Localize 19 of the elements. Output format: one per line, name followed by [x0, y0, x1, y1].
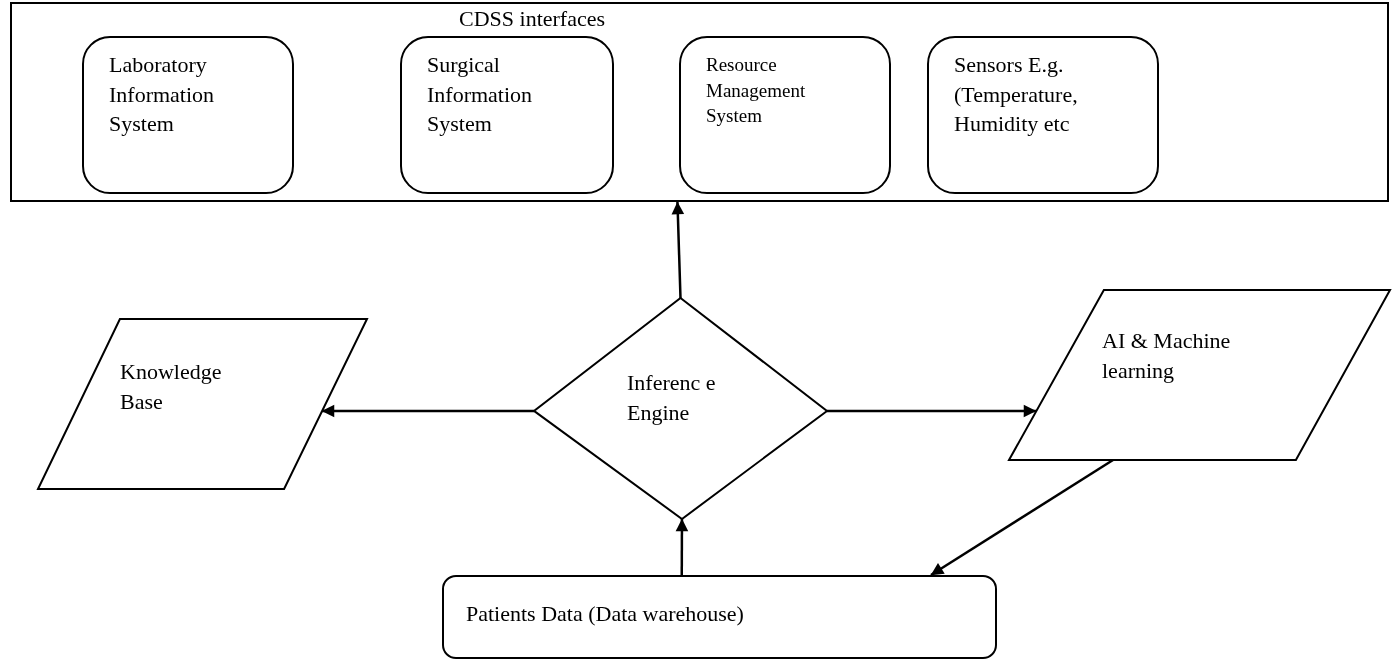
node-label: Surgical Information System: [427, 51, 534, 139]
system-box: [400, 36, 614, 194]
arrow: [827, 404, 1037, 418]
arrow: [671, 201, 685, 299]
arrow: [675, 518, 689, 575]
node-label: Knowledge Base: [120, 358, 223, 416]
arrow: [321, 404, 534, 418]
node-label: CDSS interfaces: [458, 5, 606, 33]
node-label: AI & Machine learning: [1102, 327, 1232, 385]
interfaces-panel: [10, 2, 1389, 202]
process-box: [442, 575, 997, 659]
system-box: [82, 36, 294, 194]
sensor-box: [927, 36, 1159, 194]
node-label: Laboratory Information System: [109, 51, 216, 139]
system-box: [679, 36, 891, 194]
node-label: Resource Management System: [706, 53, 807, 129]
node-label: Patients Data (Data warehouse): [466, 600, 745, 628]
node-label: Inferenc e Engine: [627, 369, 717, 427]
node-label: Sensors E.g. (Temperature, Humidity etc: [954, 51, 1079, 139]
